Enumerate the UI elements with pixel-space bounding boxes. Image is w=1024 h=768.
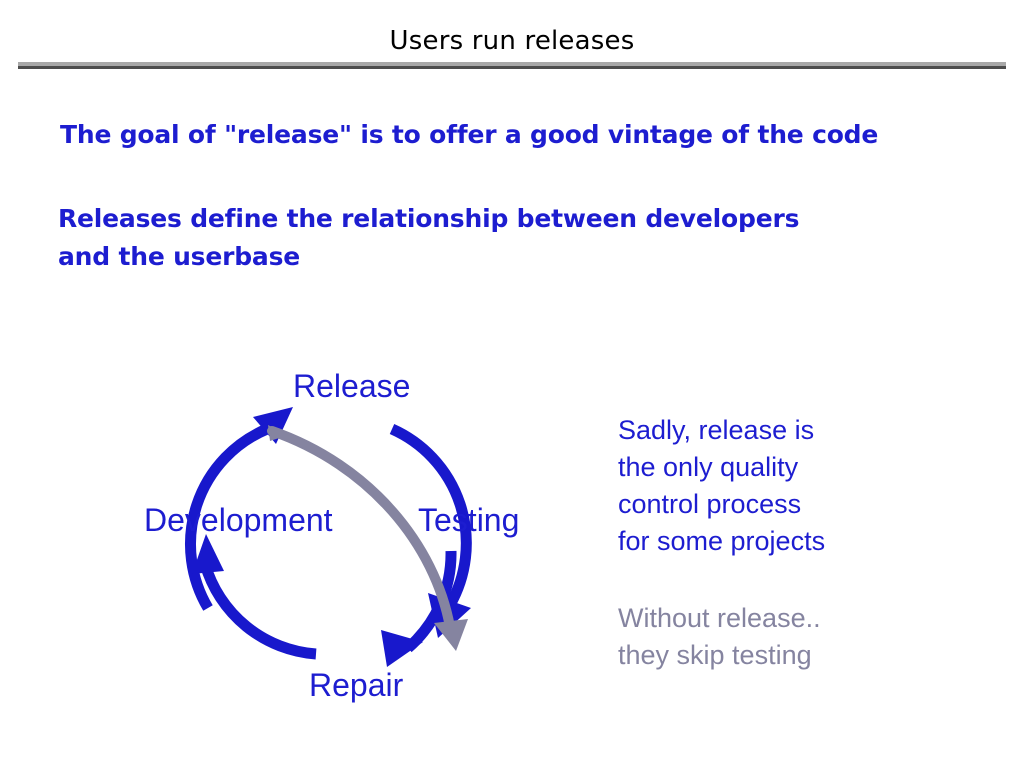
- page-title: Users run releases: [389, 26, 635, 56]
- cycle-node-release: Release: [293, 368, 411, 404]
- cycle-arrows-svg: [185, 407, 472, 667]
- divider-shadow: [18, 66, 1006, 69]
- arrow-development-to-release: [185, 407, 293, 611]
- bullet-releases-define-relationship: Releases define the relationship between…: [58, 204, 800, 271]
- note-without-release-skip-testing: Without release.. they skip testing: [618, 603, 821, 670]
- arrow-testing-to-repair: [381, 550, 457, 667]
- bullet-goal-of-release: The goal of "release" is to offer a good…: [60, 120, 879, 149]
- arrow-repair-to-development: [192, 534, 317, 660]
- note-release-only-quality-control: Sadly, release is the only quality contr…: [618, 415, 826, 556]
- cycle-node-testing: Testing: [418, 502, 520, 538]
- cycle-node-development: Development: [144, 502, 333, 538]
- divider-highlight: [18, 62, 1006, 66]
- release-cycle-diagram: Release Testing Repair Development: [120, 355, 560, 730]
- arrow-release-to-repair-shortcut: [267, 425, 468, 651]
- title-divider: [18, 62, 1006, 69]
- cycle-node-repair: Repair: [309, 667, 404, 703]
